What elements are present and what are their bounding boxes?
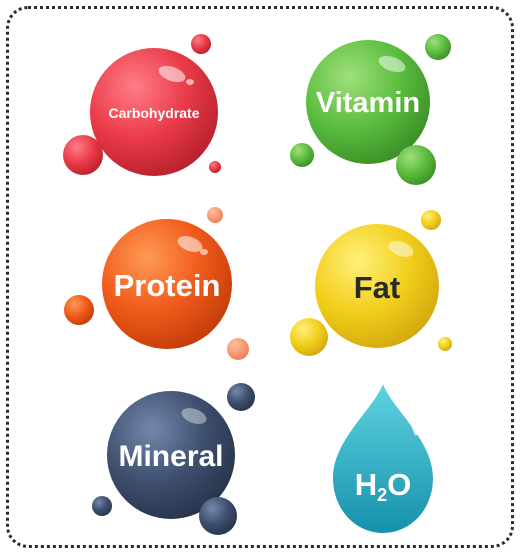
orange-small-bubble-top [207, 207, 223, 223]
water-drop [333, 384, 433, 533]
highlight [181, 408, 207, 424]
orange-bubble-left [64, 295, 94, 325]
protein-bubble-group: Protein [64, 207, 249, 360]
navy-small-bubble-top [227, 383, 255, 411]
orange-bubble-bottom [227, 338, 249, 360]
highlight [378, 55, 406, 73]
green-bubble-right [396, 145, 436, 185]
fat-label: Fat [354, 270, 401, 305]
green-small-bubble-top [425, 34, 451, 60]
fat-bubble-group: Fat [290, 210, 452, 356]
navy-bubble-bottom [199, 497, 237, 535]
vitamin-bubble-group: Vitamin [290, 34, 451, 185]
highlight [158, 65, 186, 83]
yellow-small-bubble-top [421, 210, 441, 230]
mineral-bubble-group: Mineral [92, 383, 255, 535]
protein-label: Protein [114, 268, 221, 303]
red-small-bubble-top [191, 34, 211, 54]
water-drop-group: H2O [333, 384, 433, 533]
highlight-dot [200, 249, 208, 255]
carbohydrate-bubble [90, 48, 218, 176]
drop-highlight [402, 408, 418, 436]
highlight-dot [186, 79, 194, 85]
drop-highlight-dot [396, 398, 402, 404]
yellow-tiny-bubble [438, 337, 452, 351]
yellow-bubble-left [290, 318, 328, 356]
mineral-label: Mineral [118, 440, 223, 473]
highlight [388, 241, 414, 257]
protein-bubble [102, 219, 232, 349]
h2o-label: H2O [355, 467, 412, 505]
red-bubble-left [63, 135, 103, 175]
carbohydrate-bubble-group: Carbohydrate [63, 34, 221, 176]
navy-bubble-left [92, 496, 112, 516]
highlight [177, 236, 203, 252]
vitamin-label: Vitamin [316, 87, 420, 119]
green-bubble-left [290, 143, 314, 167]
carbohydrate-label: Carbohydrate [108, 105, 199, 121]
mineral-bubble [107, 391, 235, 519]
red-tiny-bubble [209, 161, 221, 173]
